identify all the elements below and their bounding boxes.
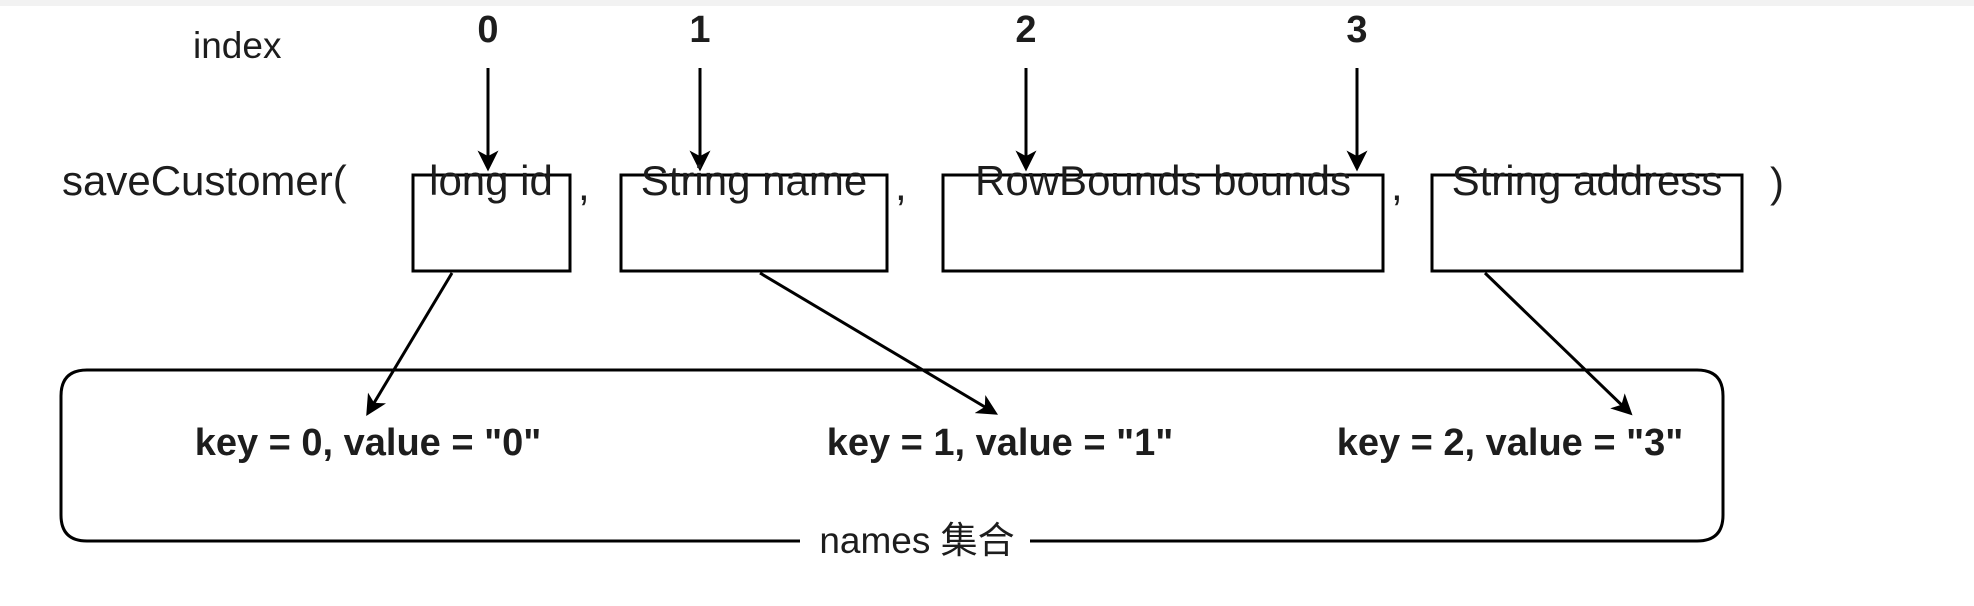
map-arrow-2	[1483, 271, 1633, 416]
collection-entry-2: key = 2, value = "3"	[1337, 422, 1684, 464]
index-number-1: 1	[689, 9, 710, 51]
param-box-1	[619, 173, 889, 273]
param-label-2: RowBounds bounds	[975, 157, 1351, 204]
collection-entry-0: key = 0, value = "0"	[195, 422, 542, 464]
collection-container	[59, 368, 1725, 543]
separator-comma-1: ,	[895, 162, 907, 209]
param-label-1: String name	[641, 157, 867, 204]
param-label-0: long id	[429, 157, 553, 204]
separator-comma-0: ,	[578, 162, 590, 209]
index-number-2: 2	[1015, 9, 1036, 51]
close-paren-label: )	[1770, 159, 1784, 206]
param-box-3	[1430, 173, 1744, 273]
param-box-0	[411, 173, 572, 273]
index-number-3: 3	[1346, 9, 1367, 51]
map-arrow-1	[759, 271, 999, 415]
index-number-0: 0	[477, 9, 498, 51]
map-arrow-0	[366, 272, 454, 417]
param-box-2	[941, 173, 1385, 273]
collection-entry-1: key = 1, value = "1"	[827, 422, 1174, 464]
index-row-label: index	[193, 25, 282, 66]
param-label-3: String address	[1452, 157, 1723, 204]
separator-comma-2: ,	[1391, 162, 1403, 209]
collection-name-label: names 集合	[819, 520, 1014, 561]
top-strip	[0, 0, 1974, 6]
method-name-label: saveCustomer(	[62, 157, 347, 204]
